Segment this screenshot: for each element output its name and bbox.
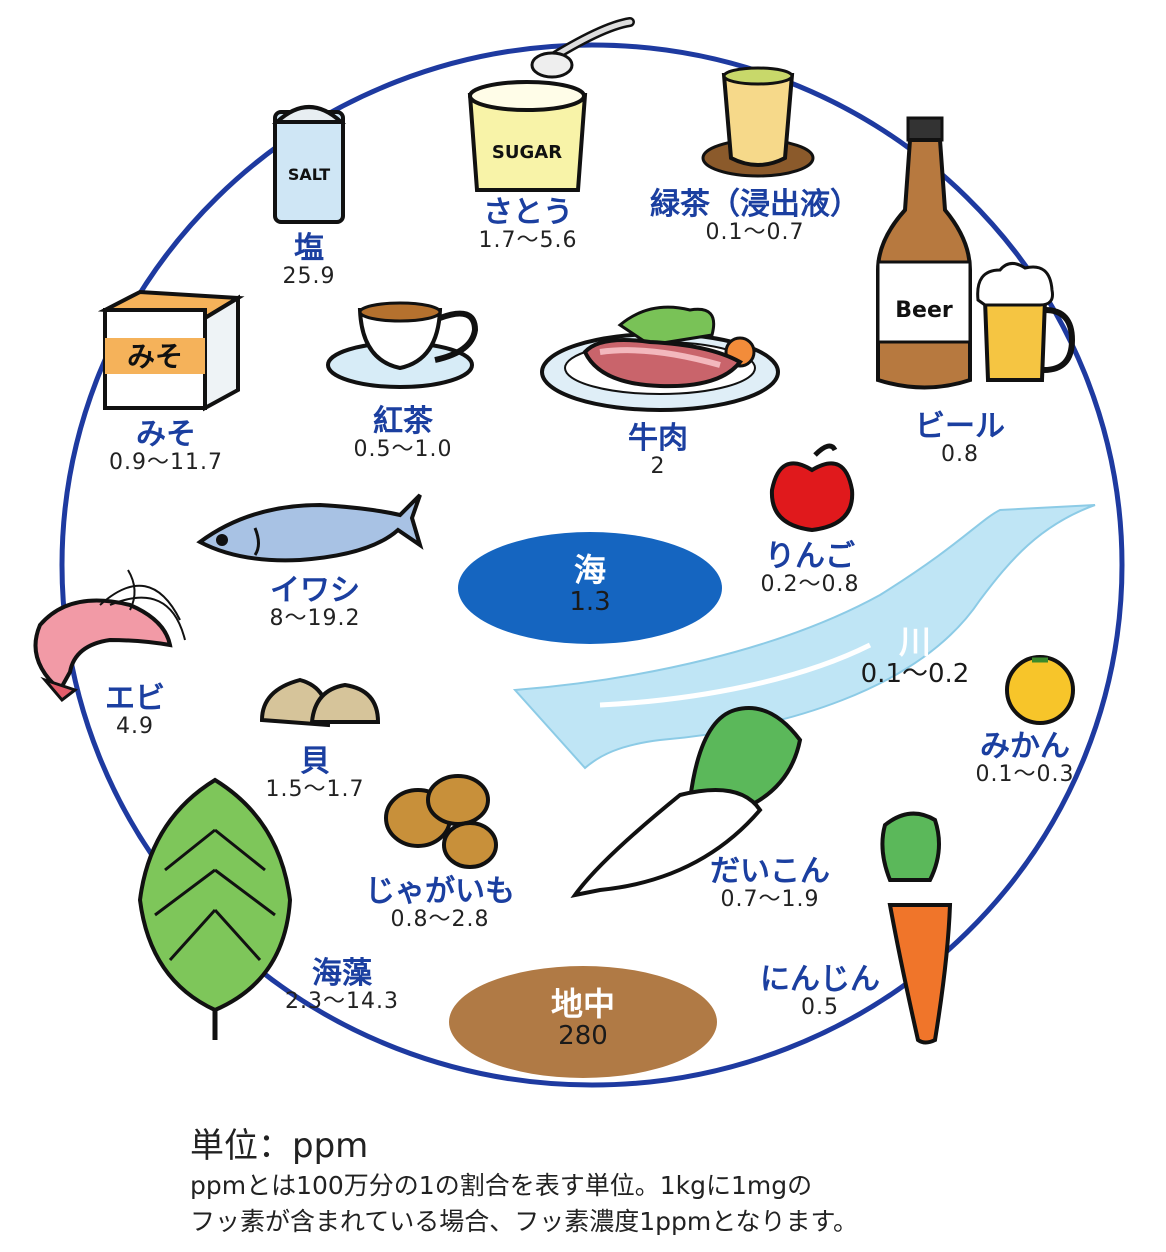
carrot-name: にんじん: [760, 962, 880, 997]
greentea-value: 0.1〜0.7: [705, 220, 805, 245]
label-beef: 牛肉 2: [608, 422, 708, 479]
sugar-name: さとう: [483, 195, 573, 230]
miso-name: みそ: [136, 417, 196, 452]
label-shell: 貝 1.5〜1.7: [255, 745, 375, 802]
label-potato: じゃがいも 0.8〜2.8: [355, 875, 525, 932]
sea-name: 海: [573, 551, 606, 589]
shell-value: 1.5〜1.7: [265, 777, 365, 802]
river-name: 川: [898, 623, 931, 661]
outer-circle: [59, 42, 1125, 1088]
sugar-value: 1.7〜5.6: [478, 228, 578, 253]
label-sugar: さとう 1.7〜5.6: [448, 196, 608, 253]
carrot-icon: [880, 811, 953, 1045]
label-sardine: イワシ 8〜19.2: [255, 574, 375, 631]
green-tea-icon: [701, 66, 815, 178]
label-radish: だいこん 0.7〜1.9: [700, 855, 840, 912]
miso-value: 0.9〜11.7: [109, 450, 223, 475]
ground-value: 280: [558, 1021, 608, 1052]
miso-package-label: みそ: [127, 340, 183, 373]
carrot-value: 0.5: [801, 995, 839, 1020]
greentea-name: 緑茶（浸出液）: [650, 187, 860, 222]
ground-name: 地中: [550, 985, 615, 1023]
black-tea-icon: [326, 301, 479, 389]
salt-package-label: SALT: [288, 165, 330, 184]
label-sea: 海 1.3: [510, 551, 670, 618]
miso-box-icon: みそ: [97, 289, 245, 412]
apple-icon: [769, 443, 855, 533]
potato-name: じゃがいも: [365, 874, 515, 909]
note-line-1: ppmとは100万分の1の割合を表す単位。1kgに1mgの: [190, 1171, 813, 1200]
label-ground: 地中 280: [503, 985, 663, 1052]
radish-name: だいこん: [710, 854, 830, 889]
label-greentea: 緑茶（浸出液） 0.1〜0.7: [640, 188, 870, 245]
beef-value: 2: [650, 454, 666, 479]
mandarin-icon: [1005, 655, 1075, 725]
sardine-name: イワシ: [270, 573, 360, 608]
shell-name: 貝: [300, 744, 330, 779]
sugar-cup-icon: SUGAR: [467, 17, 635, 192]
sardine-icon: [196, 493, 424, 563]
label-mandarin: みかん 0.1〜0.3: [960, 730, 1090, 787]
shrimp-icon: [33, 569, 186, 703]
beer-bottle-label: Beer: [895, 298, 953, 323]
sea-value: 1.3: [569, 587, 611, 618]
sugar-package-label: SUGAR: [492, 142, 562, 163]
label-shrimp: エビ 4.9: [95, 682, 175, 739]
shellfish-icon: [259, 677, 381, 728]
apple-name: りんご: [765, 539, 855, 574]
sardine-value: 8〜19.2: [269, 606, 361, 631]
label-miso: みそ 0.9〜11.7: [96, 418, 236, 475]
mandarin-value: 0.1〜0.3: [975, 762, 1075, 787]
blacktea-name: 紅茶: [373, 404, 433, 439]
label-blacktea: 紅茶 0.5〜1.0: [338, 405, 468, 462]
salt-value: 25.9: [282, 264, 336, 289]
unit-note: ppmとは100万分の1の割合を表す単位。1kgに1mgの フッ素が含まれている…: [190, 1168, 858, 1241]
beef-plate-icon: [540, 305, 780, 412]
apple-value: 0.2〜0.8: [760, 572, 860, 597]
label-beer: ビール 0.8: [900, 410, 1020, 467]
seaweed-name: 海藻: [312, 956, 372, 991]
label-carrot: にんじん 0.5: [750, 963, 890, 1020]
sea-ellipse: [458, 532, 722, 644]
potato-icon: [384, 774, 498, 869]
salt-name: 塩: [294, 231, 324, 266]
label-river: 川 0.1〜0.2: [845, 623, 985, 690]
beef-name: 牛肉: [628, 421, 688, 456]
unit-label: 単位：ppm: [190, 1126, 369, 1166]
daikon-radish-icon: [570, 706, 803, 898]
shrimp-value: 4.9: [116, 714, 154, 739]
salt-shaker-icon: SALT: [271, 105, 347, 224]
label-apple: りんご 0.2〜0.8: [745, 540, 875, 597]
mandarin-name: みかん: [980, 729, 1070, 764]
label-salt: 塩 25.9: [259, 232, 359, 289]
ground-ellipse: [449, 966, 717, 1078]
seaweed-icon: [137, 777, 293, 1040]
note-line-2: フッ素が含まれている場合、フッ素濃度1ppmとなります。: [190, 1207, 858, 1237]
potato-value: 0.8〜2.8: [390, 907, 490, 932]
blacktea-value: 0.5〜1.0: [353, 437, 453, 462]
beer-value: 0.8: [941, 442, 979, 467]
seaweed-value: 2.3〜14.3: [285, 989, 399, 1014]
shrimp-name: エビ: [105, 681, 165, 716]
beer-icon: Beer: [876, 116, 1076, 390]
label-seaweed: 海藻 2.3〜14.3: [272, 957, 412, 1014]
radish-value: 0.7〜1.9: [720, 887, 820, 912]
beer-name: ビール: [915, 409, 1005, 444]
river-value: 0.1〜0.2: [860, 659, 970, 690]
